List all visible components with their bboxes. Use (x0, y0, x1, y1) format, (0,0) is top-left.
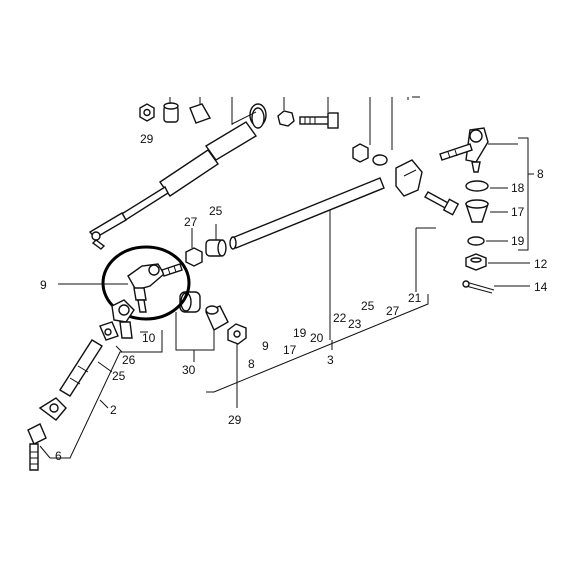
callout-21: 21 (408, 291, 422, 305)
callout-17-right: 17 (511, 205, 525, 219)
callout-17-lower: 17 (283, 343, 297, 357)
clamp-26 (99, 321, 119, 341)
callout-18: 18 (511, 181, 525, 195)
top-nut (277, 110, 295, 127)
callout-25-left: 25 (209, 204, 223, 218)
callout-30: 30 (182, 363, 196, 377)
top-nut-29 (139, 103, 155, 122)
cotter-pin-14 (462, 280, 495, 294)
tie-rod-end-6 (27, 397, 67, 471)
callout-29-top: 29 (140, 132, 154, 146)
callout-9-lower: 9 (262, 339, 269, 353)
callout-3: 3 (327, 353, 334, 367)
nut-27-left (185, 247, 203, 267)
callout-27-left: 27 (184, 215, 198, 229)
callout-8-right: 8 (537, 167, 544, 181)
callout-14: 14 (534, 280, 548, 294)
tie-rod-end-10 (111, 299, 135, 339)
highlighted-tie-rod-end (101, 245, 191, 321)
callout-19-lower: 19 (293, 326, 307, 340)
bolt-21 (424, 191, 460, 216)
bushing-25-left (205, 239, 227, 257)
callout-19-right: 19 (511, 234, 525, 248)
callout-25-right: 25 (361, 299, 375, 313)
callout-10: 10 (142, 331, 156, 345)
top-bushing-2 (189, 103, 212, 124)
tie-rod-bar (229, 177, 385, 250)
top-bolt (299, 112, 339, 129)
callout-2: 2 (110, 403, 117, 417)
bushing-30 (205, 305, 229, 331)
steering-damper (88, 107, 265, 250)
nut-29-lower (227, 323, 247, 345)
callout-6: 6 (55, 449, 62, 463)
callout-20: 20 (310, 331, 324, 345)
callout-9: 9 (40, 278, 47, 292)
callout-12: 12 (534, 257, 548, 271)
boot-17 (465, 199, 489, 223)
callout-29-lower: 29 (228, 413, 242, 427)
ring-19 (467, 236, 485, 246)
clamp (352, 143, 423, 197)
callout-26: 26 (122, 353, 136, 367)
ring-18 (465, 180, 489, 192)
top-bushing (163, 102, 179, 123)
callout-23: 23 (348, 317, 362, 331)
nut-12 (465, 253, 487, 271)
callout-22: 22 (333, 311, 347, 325)
callout-8-lower: 8 (248, 357, 255, 371)
tie-rod-end-right (439, 127, 489, 173)
adjusting-sleeve (59, 339, 103, 397)
callout-25-lower: 25 (112, 369, 126, 383)
callout-27-right: 27 (386, 304, 400, 318)
